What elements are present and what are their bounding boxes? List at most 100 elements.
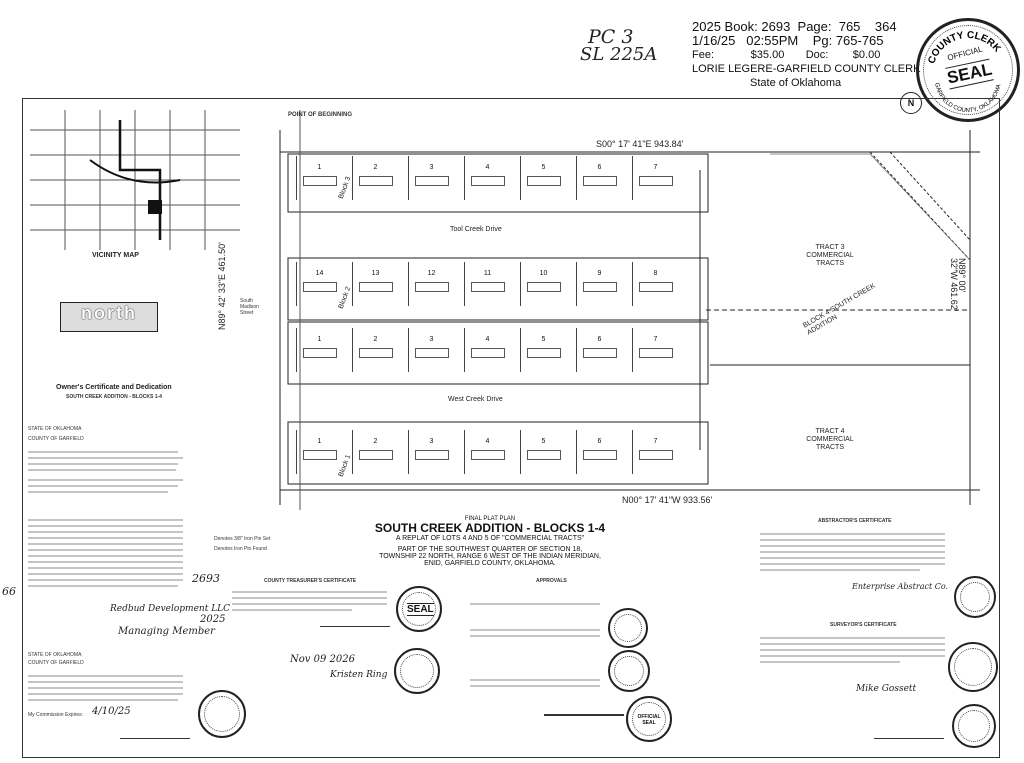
lot-bottom-2: 2: [352, 430, 398, 474]
lot-low-4: 4: [464, 328, 510, 372]
notary-expiry-date: Nov 09 2026: [290, 654, 355, 665]
surveyor-title: SURVEYOR'S CERTIFICATE: [830, 622, 897, 628]
lot-mid-12: 12: [408, 262, 454, 306]
bearing-bottom: N00° 17' 41"W 933.56': [622, 495, 713, 505]
lot-mid-9: 9: [576, 262, 622, 306]
plat-drawing: [279, 110, 980, 510]
official-seal: OFFICIAL SEAL: [626, 696, 672, 742]
mayor-signature: [544, 714, 624, 716]
approvals-title: APPROVALS: [536, 578, 567, 584]
dedication-text: [28, 519, 183, 587]
approvals-text: [470, 603, 600, 687]
surveyor-text: [760, 637, 945, 663]
lot-top-7: 7: [632, 156, 678, 200]
lot-bottom-7: 7: [632, 430, 678, 474]
plat-desc-1: PART OF THE SOUTHWEST QUARTER OF SECTION…: [397, 546, 583, 553]
notary-text: [28, 675, 183, 701]
managing-member-signature: Managing Member: [118, 626, 215, 637]
stamp-line-1: 2025 Book: 2693 Page: 765 364: [692, 19, 897, 34]
center-seal: SEAL: [396, 586, 442, 632]
surveyor-signature: Mike Gossett: [856, 684, 917, 694]
svg-text:COUNTY CLERK: COUNTY CLERK: [926, 30, 1003, 65]
dev-name-signature: Redbud Development LLC: [110, 604, 231, 614]
notary-signature-line-left: [120, 738, 190, 739]
lot-top-6: 6: [576, 156, 622, 200]
bearing-top: S00° 17' 41"E 943.84': [596, 139, 684, 149]
plat-frame: [22, 98, 1000, 758]
approval-seal-1: [608, 608, 648, 648]
point-of-beginning: POINT OF BEGINNING: [288, 112, 353, 118]
plat-desc-2: TOWNSHIP 22 NORTH, RANGE 6 WEST OF THE I…: [379, 553, 601, 560]
notary-seal-left: [198, 690, 246, 738]
lot-low-5: 5: [520, 328, 566, 372]
north-graphic: north: [60, 302, 158, 332]
plat-subtitle: A REPLAT OF LOTS 4 AND 5 OF "COMMERCIAL …: [395, 535, 585, 542]
county-label: COUNTY OF GARFIELD: [28, 436, 84, 442]
left-margin-number: 66: [2, 585, 16, 598]
state-label: STATE OF OKLAHOMA: [28, 426, 82, 432]
lot-top-3: 3: [408, 156, 454, 200]
owners-cert-title: Owner's Certificate and Dedication: [56, 384, 172, 391]
lot-mid-8: 8: [632, 262, 678, 306]
county-label-2: COUNTY OF GARFIELD: [28, 660, 84, 666]
lot-mid-11: 11: [464, 262, 510, 306]
commission-date: 4/10/25: [92, 706, 131, 717]
notary-signature-right: [874, 738, 944, 739]
year-handwritten: 2025: [200, 614, 226, 625]
stamp-line-5: State of Oklahoma: [750, 77, 842, 89]
stamp-line-4: LORIE LEGERE-GARFIELD COUNTY CLERK: [692, 63, 921, 75]
stamp-line-2: 1/16/25 02:55PM Pg: 765-765: [692, 33, 884, 48]
lot-low-6: 6: [576, 328, 622, 372]
tract-4-label: TRACT 4 COMMERCIAL TRACTS: [806, 428, 854, 451]
street-west-creek: West Creek Drive: [448, 396, 503, 403]
north-arrow-icon: N: [900, 92, 922, 114]
treasurer-text: [232, 591, 387, 611]
book-number-handwritten: 2693: [192, 572, 220, 585]
notary-seal-center: [394, 648, 440, 694]
lot-mid-14: 14: [296, 262, 342, 306]
recording-stamp: 2025 Book: 2693 Page: 765 364 1/16/25 02…: [692, 19, 921, 90]
legend-iron-pin-set: Denotes 3/8" Iron Pin Set: [214, 536, 271, 542]
approval-seal-2: [608, 650, 650, 692]
lot-bottom-3: 3: [408, 430, 454, 474]
official-seal-text: OFFICIAL SEAL: [637, 714, 661, 726]
seal-top-text: COUNTY CLERK: [926, 30, 1003, 65]
street-tool-creek: Tool Creek Drive: [450, 226, 502, 233]
title-block: FINAL PLAT PLAN SOUTH CREEK ADDITION - B…: [360, 516, 620, 567]
plat-title: SOUTH CREEK ADDITION - BLOCKS 1-4: [374, 521, 606, 535]
lot-bottom-1: 1: [296, 430, 342, 474]
bearing-right: N89° 00' 32"W 461.62': [949, 258, 967, 312]
lot-bottom-6: 6: [576, 430, 622, 474]
lot-low-2: 2: [352, 328, 398, 372]
lot-low-1: 1: [296, 328, 342, 372]
abstractor-title: ABSTRACTOR'S CERTIFICATE: [818, 518, 892, 524]
owners-cert-text: [28, 451, 183, 493]
abstractor-seal: [954, 576, 996, 618]
lot-top-2: 2: [352, 156, 398, 200]
vicinity-map-label: VICINITY MAP: [92, 252, 139, 259]
north-label: north: [81, 303, 137, 323]
vicinity-map: [30, 110, 240, 250]
handwritten-pc: PC 3: [588, 26, 634, 48]
bearing-left: N89° 42' 33"E 461.50': [217, 242, 227, 330]
center-seal-text: SEAL: [407, 603, 434, 616]
handwritten-sl: SL 225A: [580, 44, 658, 65]
owners-cert-sub: SOUTH CREEK ADDITION - BLOCKS 1-4: [66, 394, 162, 400]
notary-seal-right: [952, 704, 996, 748]
lot-bottom-4: 4: [464, 430, 510, 474]
lot-bottom-5: 5: [520, 430, 566, 474]
lot-top-5: 5: [520, 156, 566, 200]
stamp-line-3: Fee: $35.00 Doc: $0.00: [692, 49, 881, 61]
treasurer-cert-title: COUNTY TREASURER'S CERTIFICATE: [264, 578, 357, 584]
lot-top-4: 4: [464, 156, 510, 200]
lot-low-3: 3: [408, 328, 454, 372]
south-madison-label: South Madison Street: [240, 298, 259, 316]
lot-top-1: 1: [296, 156, 342, 200]
final-plat-label: FINAL PLAT PLAN: [464, 516, 516, 522]
lot-low-7: 7: [632, 328, 678, 372]
tract-3-label: TRACT 3 COMMERCIAL TRACTS: [806, 244, 854, 267]
surveyor-seal: [948, 642, 998, 692]
abstractor-text: [760, 533, 945, 571]
lot-mid-13: 13: [352, 262, 398, 306]
legend-iron-pin-found: Denotes Iron Pin Found: [214, 546, 267, 552]
